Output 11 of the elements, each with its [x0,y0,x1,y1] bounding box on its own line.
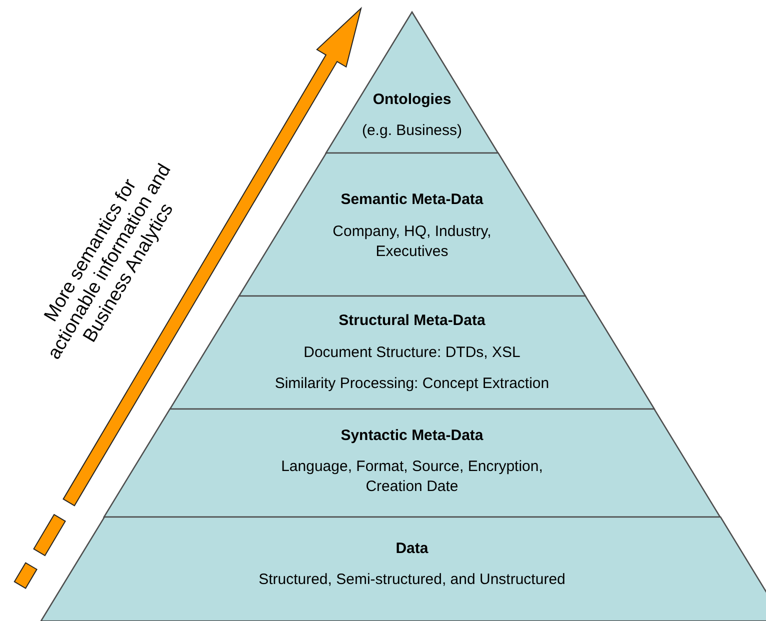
layer-description: Company, HQ, Industry, Executives [332,222,492,262]
layer-description: (e.g. Business) [360,121,464,141]
layer-title: Data [394,539,430,559]
layer-title: Structural Meta-Data [338,311,486,331]
layer-title: Ontologies [372,90,452,110]
layer-description: Language, Format, Source, Encryption, Creation Date [280,457,544,497]
layer-description: Similarity Processing: Concept Extraction [274,374,550,394]
layer-title: Syntactic Meta-Data [340,426,484,446]
layer-description: Document Structure: DTDs, XSL [302,343,522,363]
layer-title: Semantic Meta-Data [340,190,484,210]
layer-description: Structured, Semi-structured, and Unstructured [258,570,566,590]
